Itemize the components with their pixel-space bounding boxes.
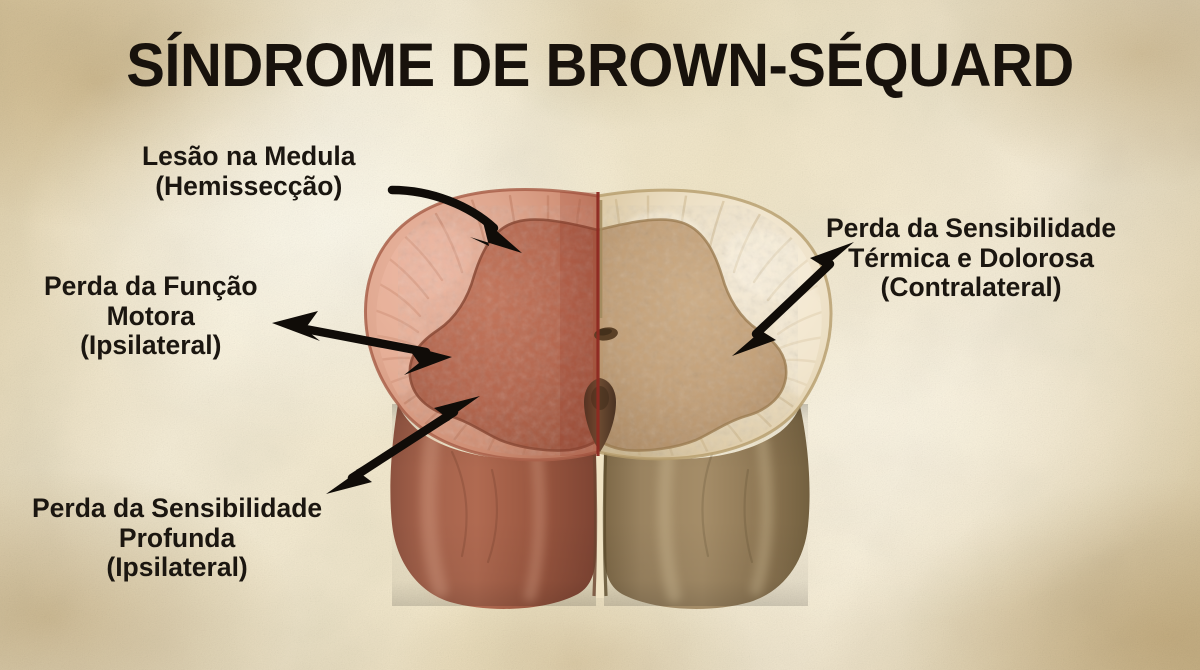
page-title: SÍNDROME DE BROWN-SÉQUARD — [126, 31, 1074, 99]
label-thermal-line1: Perda da Sensibilidade — [826, 213, 1117, 243]
label-lesion: Lesão na Medula (Hemissecção) — [142, 141, 356, 201]
label-thermal-line2: Térmica e Dolorosa — [848, 242, 1095, 273]
cord-cut-face-right — [597, 188, 833, 461]
label-thermal-line3: (Contralateral) — [880, 272, 1062, 303]
cord-cut-face-left — [364, 188, 599, 462]
label-deep-line1: Perda da Sensibilidade — [32, 493, 323, 523]
label-lesion-line1: Lesão na Medula — [142, 141, 356, 171]
callout-arrows — [272, 185, 854, 494]
label-lesion-line2: (Hemissecção) — [155, 170, 343, 201]
label-motor-line1: Perda da Função — [44, 271, 258, 301]
label-deep-sensation-loss: Perda da Sensibilidade Profunda (Ipsilat… — [32, 493, 323, 583]
label-motor-line3: (Ipsilateral) — [80, 330, 222, 361]
lesion-arrow — [387, 185, 522, 253]
deep-arrow — [326, 396, 480, 494]
label-motor-loss: Perda da Função Motora (Ipsilateral) — [44, 271, 258, 361]
label-deep-line2: Profunda — [118, 522, 236, 553]
motor-arrow — [272, 311, 452, 375]
anterior-median-fissure-cleft — [596, 436, 604, 598]
label-motor-line2: Motora — [106, 300, 195, 331]
thermal-arrow — [732, 242, 854, 356]
midline-structures — [560, 192, 618, 456]
label-thermal-pain-loss: Perda da Sensibilidade Térmica e Doloros… — [826, 213, 1117, 303]
label-deep-line3: (Ipsilateral) — [106, 552, 248, 583]
